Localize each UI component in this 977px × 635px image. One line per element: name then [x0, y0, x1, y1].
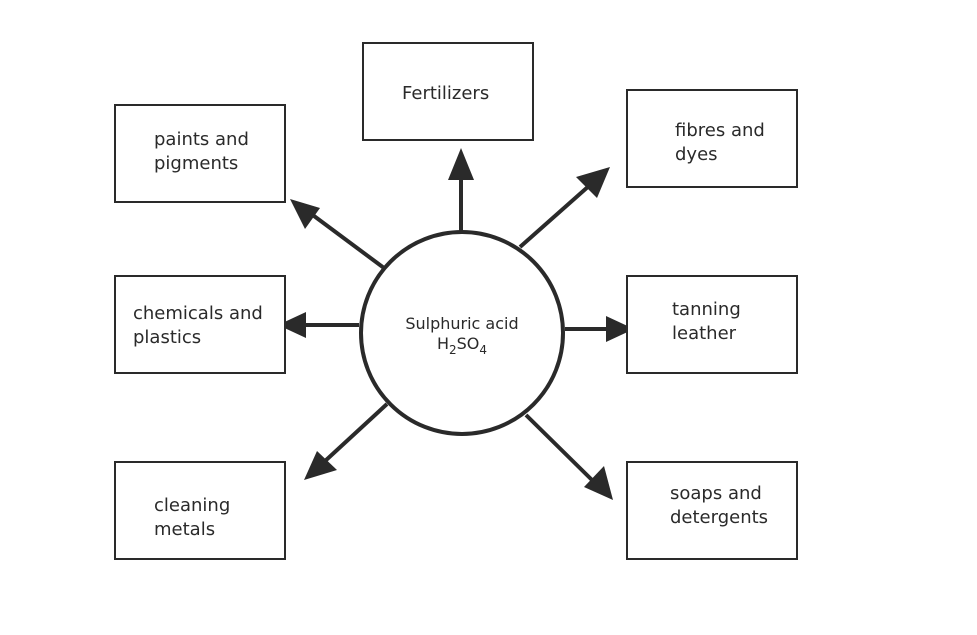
use-box-paints-pigments [114, 104, 286, 203]
use-label-cleaning-metals: cleaning metals [154, 495, 231, 540]
use-label-paints-pigments: paints and pigments [154, 129, 249, 174]
use-box-fertilizers [362, 42, 534, 141]
use-box-tanning-leather [626, 275, 798, 374]
center-label: Sulphuric acid H2SO4 [382, 314, 542, 357]
center-formula: H2SO4 [436, 334, 488, 357]
arrow-chemicals-plastics [278, 312, 359, 338]
arrow-fertilizers [448, 148, 474, 231]
use-label-fibres-dyes: fibres and dyes [675, 120, 765, 165]
use-box-chemicals-plastics [114, 275, 286, 374]
use-label-soaps-detergents: soaps and detergents [670, 483, 769, 528]
arrow-cleaning-metals [304, 402, 389, 480]
use-label-fertilizers: Fertilizers [402, 83, 490, 104]
use-label-chemicals-plastics: chemicals and plastics [133, 303, 263, 348]
arrow-fibres-dyes [518, 167, 610, 249]
center-circle [359, 230, 565, 436]
arrow-tanning-leather [565, 316, 634, 342]
use-box-soaps-detergents [626, 461, 798, 560]
arrow-paints-pigments [290, 199, 386, 270]
use-box-cleaning-metals [114, 461, 286, 560]
arrow-soaps-detergents [524, 413, 613, 500]
center-name: Sulphuric acid [405, 314, 519, 333]
use-box-fibres-dyes [626, 89, 798, 188]
use-label-tanning-leather: tanning leather [672, 299, 741, 344]
